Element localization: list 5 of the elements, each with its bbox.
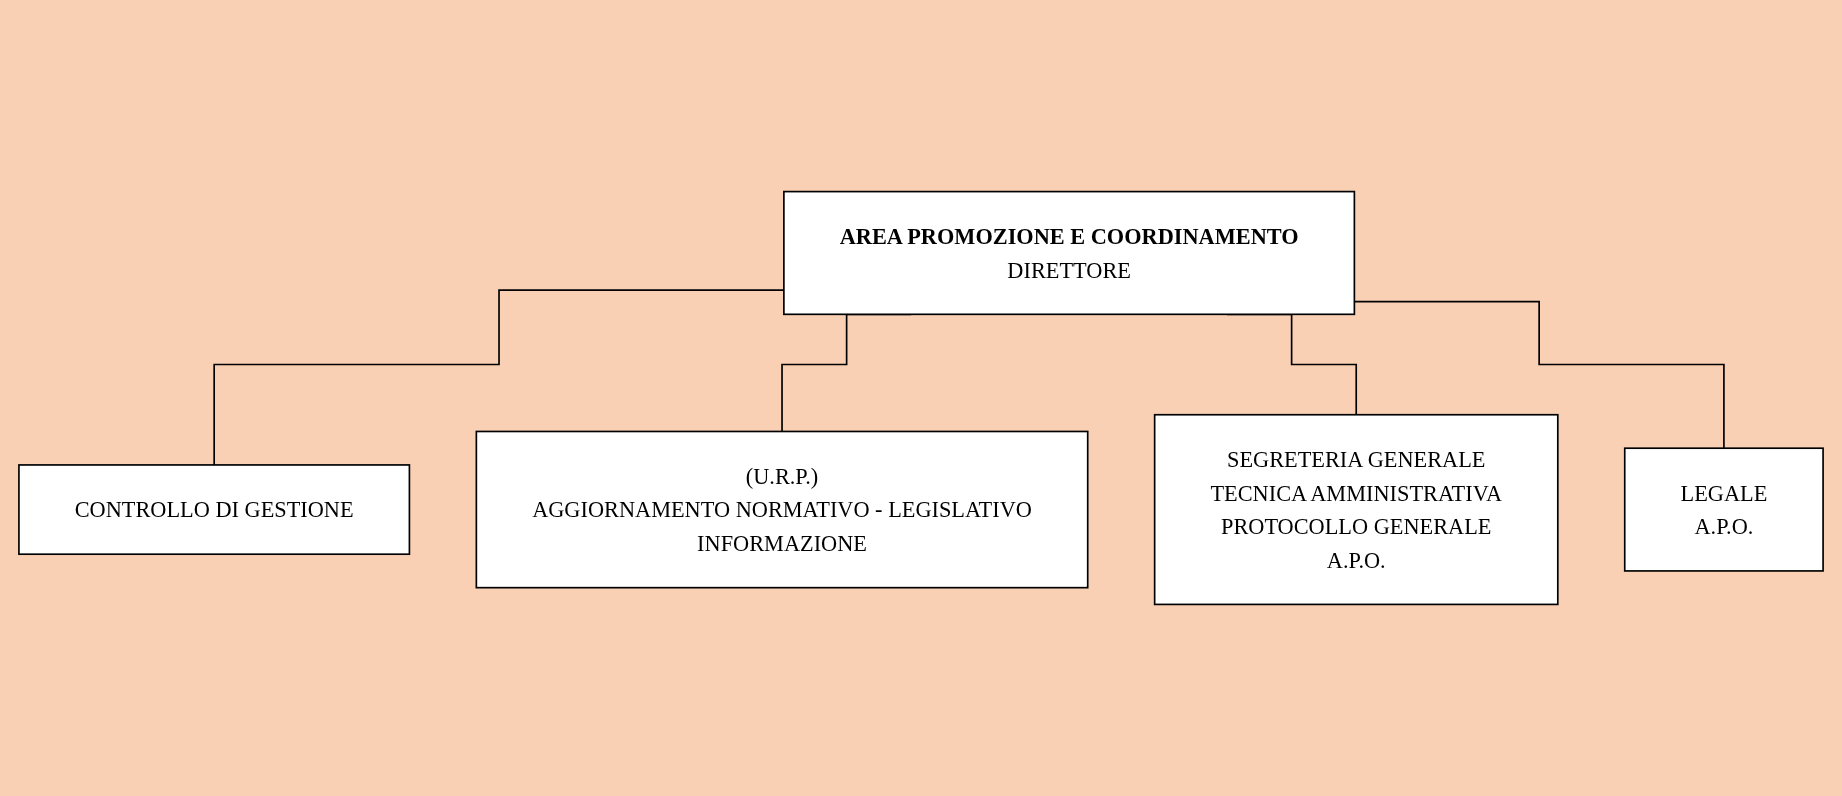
node-box: AREA PROMOZIONE E COORDINAMENTO DIRETTORE bbox=[783, 190, 1356, 316]
node-box: LEGALE A.P.O. bbox=[1623, 447, 1824, 572]
node-box: SEGRETERIA GENERALE TECNICA AMMINISTRATIVA PROTOCOLLO GENERALE A.P.O. bbox=[1153, 413, 1559, 606]
node-box: CONTROLLO DI GESTIONE bbox=[18, 464, 411, 556]
node-box: (U.R.P.) AGGIORNAMENTO NORMATIVO - LEGISLATIVO INFORMAZIONE bbox=[475, 430, 1089, 589]
